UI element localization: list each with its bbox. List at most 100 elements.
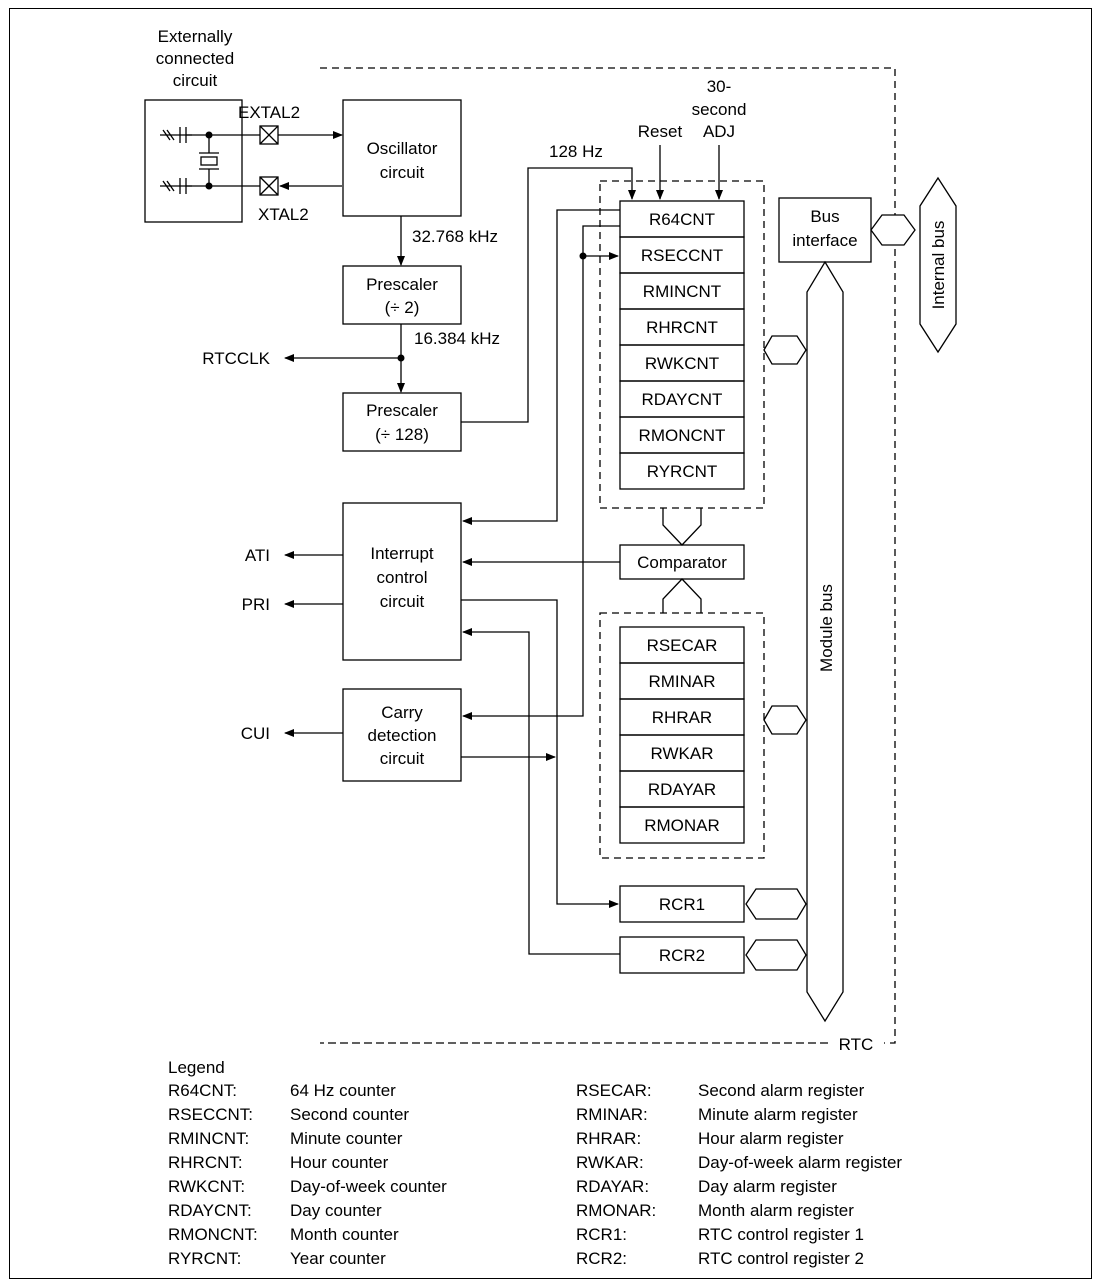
- interrupt-line-2: control: [376, 568, 427, 587]
- legend-entry: R64CNT: 64 Hz counter: [168, 1079, 447, 1103]
- comparator-bus-top: [662, 508, 702, 613]
- legend-desc: Second alarm register: [698, 1081, 865, 1100]
- legend-desc: Hour alarm register: [698, 1129, 844, 1148]
- legend-abbr: RMONAR:: [576, 1201, 657, 1220]
- counter-group: [599, 180, 765, 509]
- legend-desc: Minute counter: [290, 1129, 403, 1148]
- bus-interface-line-1: Bus: [810, 207, 839, 226]
- rcr1-label: RCR1: [659, 895, 705, 914]
- rcr1-register: [619, 885, 745, 923]
- counter-label: R64CNT: [649, 210, 715, 229]
- legend-abbr: R64CNT:: [168, 1081, 237, 1100]
- interrupt-line-1: Interrupt: [370, 544, 434, 563]
- legend-entry: RDAYCNT: Day counter: [168, 1199, 447, 1223]
- legend-abbr: RMONCNT:: [168, 1225, 258, 1244]
- legend-desc: Year counter: [290, 1249, 386, 1268]
- cui-label: CUI: [241, 724, 270, 743]
- external-circuit-box: [144, 99, 243, 223]
- legend-entry: RHRCNT: Hour counter: [168, 1151, 447, 1175]
- xtal2-label: XTAL2: [258, 205, 309, 224]
- legend-abbr: RWKAR:: [576, 1153, 644, 1172]
- alarm-label: RSECAR: [647, 636, 718, 655]
- legend-desc: Hour counter: [290, 1153, 389, 1172]
- rtc-label: RTC: [839, 1035, 874, 1054]
- module-bus: [806, 260, 844, 1023]
- legend-entry: RWKCNT: Day-of-week counter: [168, 1175, 447, 1199]
- comparator-label: Comparator: [637, 553, 727, 572]
- oscillator-line-2: circuit: [380, 163, 425, 182]
- prescaler-div2-block: [342, 265, 462, 325]
- counter-label: RDAYCNT: [642, 390, 723, 409]
- legend-abbr: RDAYAR:: [576, 1177, 650, 1196]
- internal-bus: [919, 176, 957, 354]
- interrupt-control-block: [342, 502, 462, 661]
- alarm-label: RWKAR: [651, 744, 714, 763]
- crystal-icon: [160, 127, 260, 194]
- junction-dot: [205, 131, 213, 139]
- freq-16k-label: 16.384 kHz: [414, 329, 500, 348]
- legend-desc: Minute alarm register: [698, 1105, 858, 1124]
- legend-abbr: RYRCNT:: [168, 1249, 242, 1268]
- legend-entry: RMONAR:Month alarm register: [576, 1199, 902, 1223]
- legend-abbr: RHRCNT:: [168, 1153, 243, 1172]
- legend-desc: Day counter: [290, 1201, 382, 1220]
- adj-line-1: 30-: [707, 77, 732, 96]
- legend-desc: Day alarm register: [698, 1177, 837, 1196]
- alarm-label: RMONAR: [644, 816, 720, 835]
- prescaler1-line-2: (÷ 2): [385, 298, 420, 317]
- counter-label: RMINCNT: [643, 282, 721, 301]
- xtal2-pin-icon: [259, 176, 279, 196]
- prescaler2-line-2: (÷ 128): [375, 425, 429, 444]
- legend-entry: RMONCNT: Month counter: [168, 1223, 447, 1247]
- legend-entry: RHRAR: Hour alarm register: [576, 1127, 902, 1151]
- adj-line-3: ADJ: [703, 122, 735, 141]
- ati-label: ATI: [245, 546, 270, 565]
- alarm-label: RHRAR: [652, 708, 712, 727]
- carry-line-3: circuit: [380, 749, 425, 768]
- counter-label: RMONCNT: [639, 426, 726, 445]
- rtc-boundary: [320, 67, 896, 1044]
- external-title-1: Externally: [158, 27, 233, 46]
- legend-desc: Month counter: [290, 1225, 399, 1244]
- legend-entry: RCR1:RTC control register 1: [576, 1223, 902, 1247]
- alarm-bus-connector: [763, 705, 807, 735]
- rtcclk-label: RTCCLK: [202, 349, 270, 368]
- adj-line-2: second: [692, 100, 747, 119]
- junction-dot: [579, 252, 587, 260]
- pri-label: PRI: [242, 595, 270, 614]
- alarm-registers: RSECAR RMINAR RHRAR RWKAR RDAYAR RMONAR: [619, 626, 745, 844]
- legend-desc: 64 Hz counter: [290, 1081, 396, 1100]
- legend-abbr: RDAYCNT:: [168, 1201, 252, 1220]
- prescaler1-line-1: Prescaler: [366, 275, 438, 294]
- legend-abbr: RMINCNT:: [168, 1129, 250, 1148]
- legend-desc: RTC control register 1: [698, 1225, 864, 1244]
- internal-bus-connector: [870, 214, 916, 246]
- legend-title: Legend: [168, 1058, 225, 1077]
- legend-abbr: RWKCNT:: [168, 1177, 246, 1196]
- legend-entry: RWKAR:Day-of-week alarm register: [576, 1151, 902, 1175]
- counter-label: RYRCNT: [647, 462, 718, 481]
- figure-frame: [9, 8, 1092, 1279]
- counter-label: RSECCNT: [641, 246, 723, 265]
- counter-registers: R64CNTRSECCNTRMINCNTRHRCNTRWKCNTRDAYCNTR…: [619, 200, 745, 490]
- alarm-register-rmonar: [619, 806, 745, 844]
- legend-desc: Second counter: [290, 1105, 410, 1124]
- legend-entry: RYRCNT: Year counter: [168, 1247, 447, 1271]
- legend-desc: Day-of-week counter: [290, 1177, 447, 1196]
- alarm-label: RMINAR: [648, 672, 715, 691]
- legend-entry: RCR2:RTC control register 2: [576, 1247, 902, 1271]
- legend-entry: RDAYAR: Day alarm register: [576, 1175, 902, 1199]
- external-title-2: connected: [156, 49, 234, 68]
- internal-bus-label: Internal bus: [929, 221, 948, 310]
- carry-detection-block: [342, 688, 462, 782]
- legend-entry: RMINCNT: Minute counter: [168, 1127, 447, 1151]
- counter-label: RHRCNT: [646, 318, 718, 337]
- bus-interface-line-2: interface: [792, 231, 857, 250]
- legend-abbr: RHRAR:: [576, 1129, 642, 1148]
- alarm-label: RDAYAR: [648, 780, 716, 799]
- counter-register-ryrcnt: [619, 452, 745, 490]
- rcr2-label: RCR2: [659, 946, 705, 965]
